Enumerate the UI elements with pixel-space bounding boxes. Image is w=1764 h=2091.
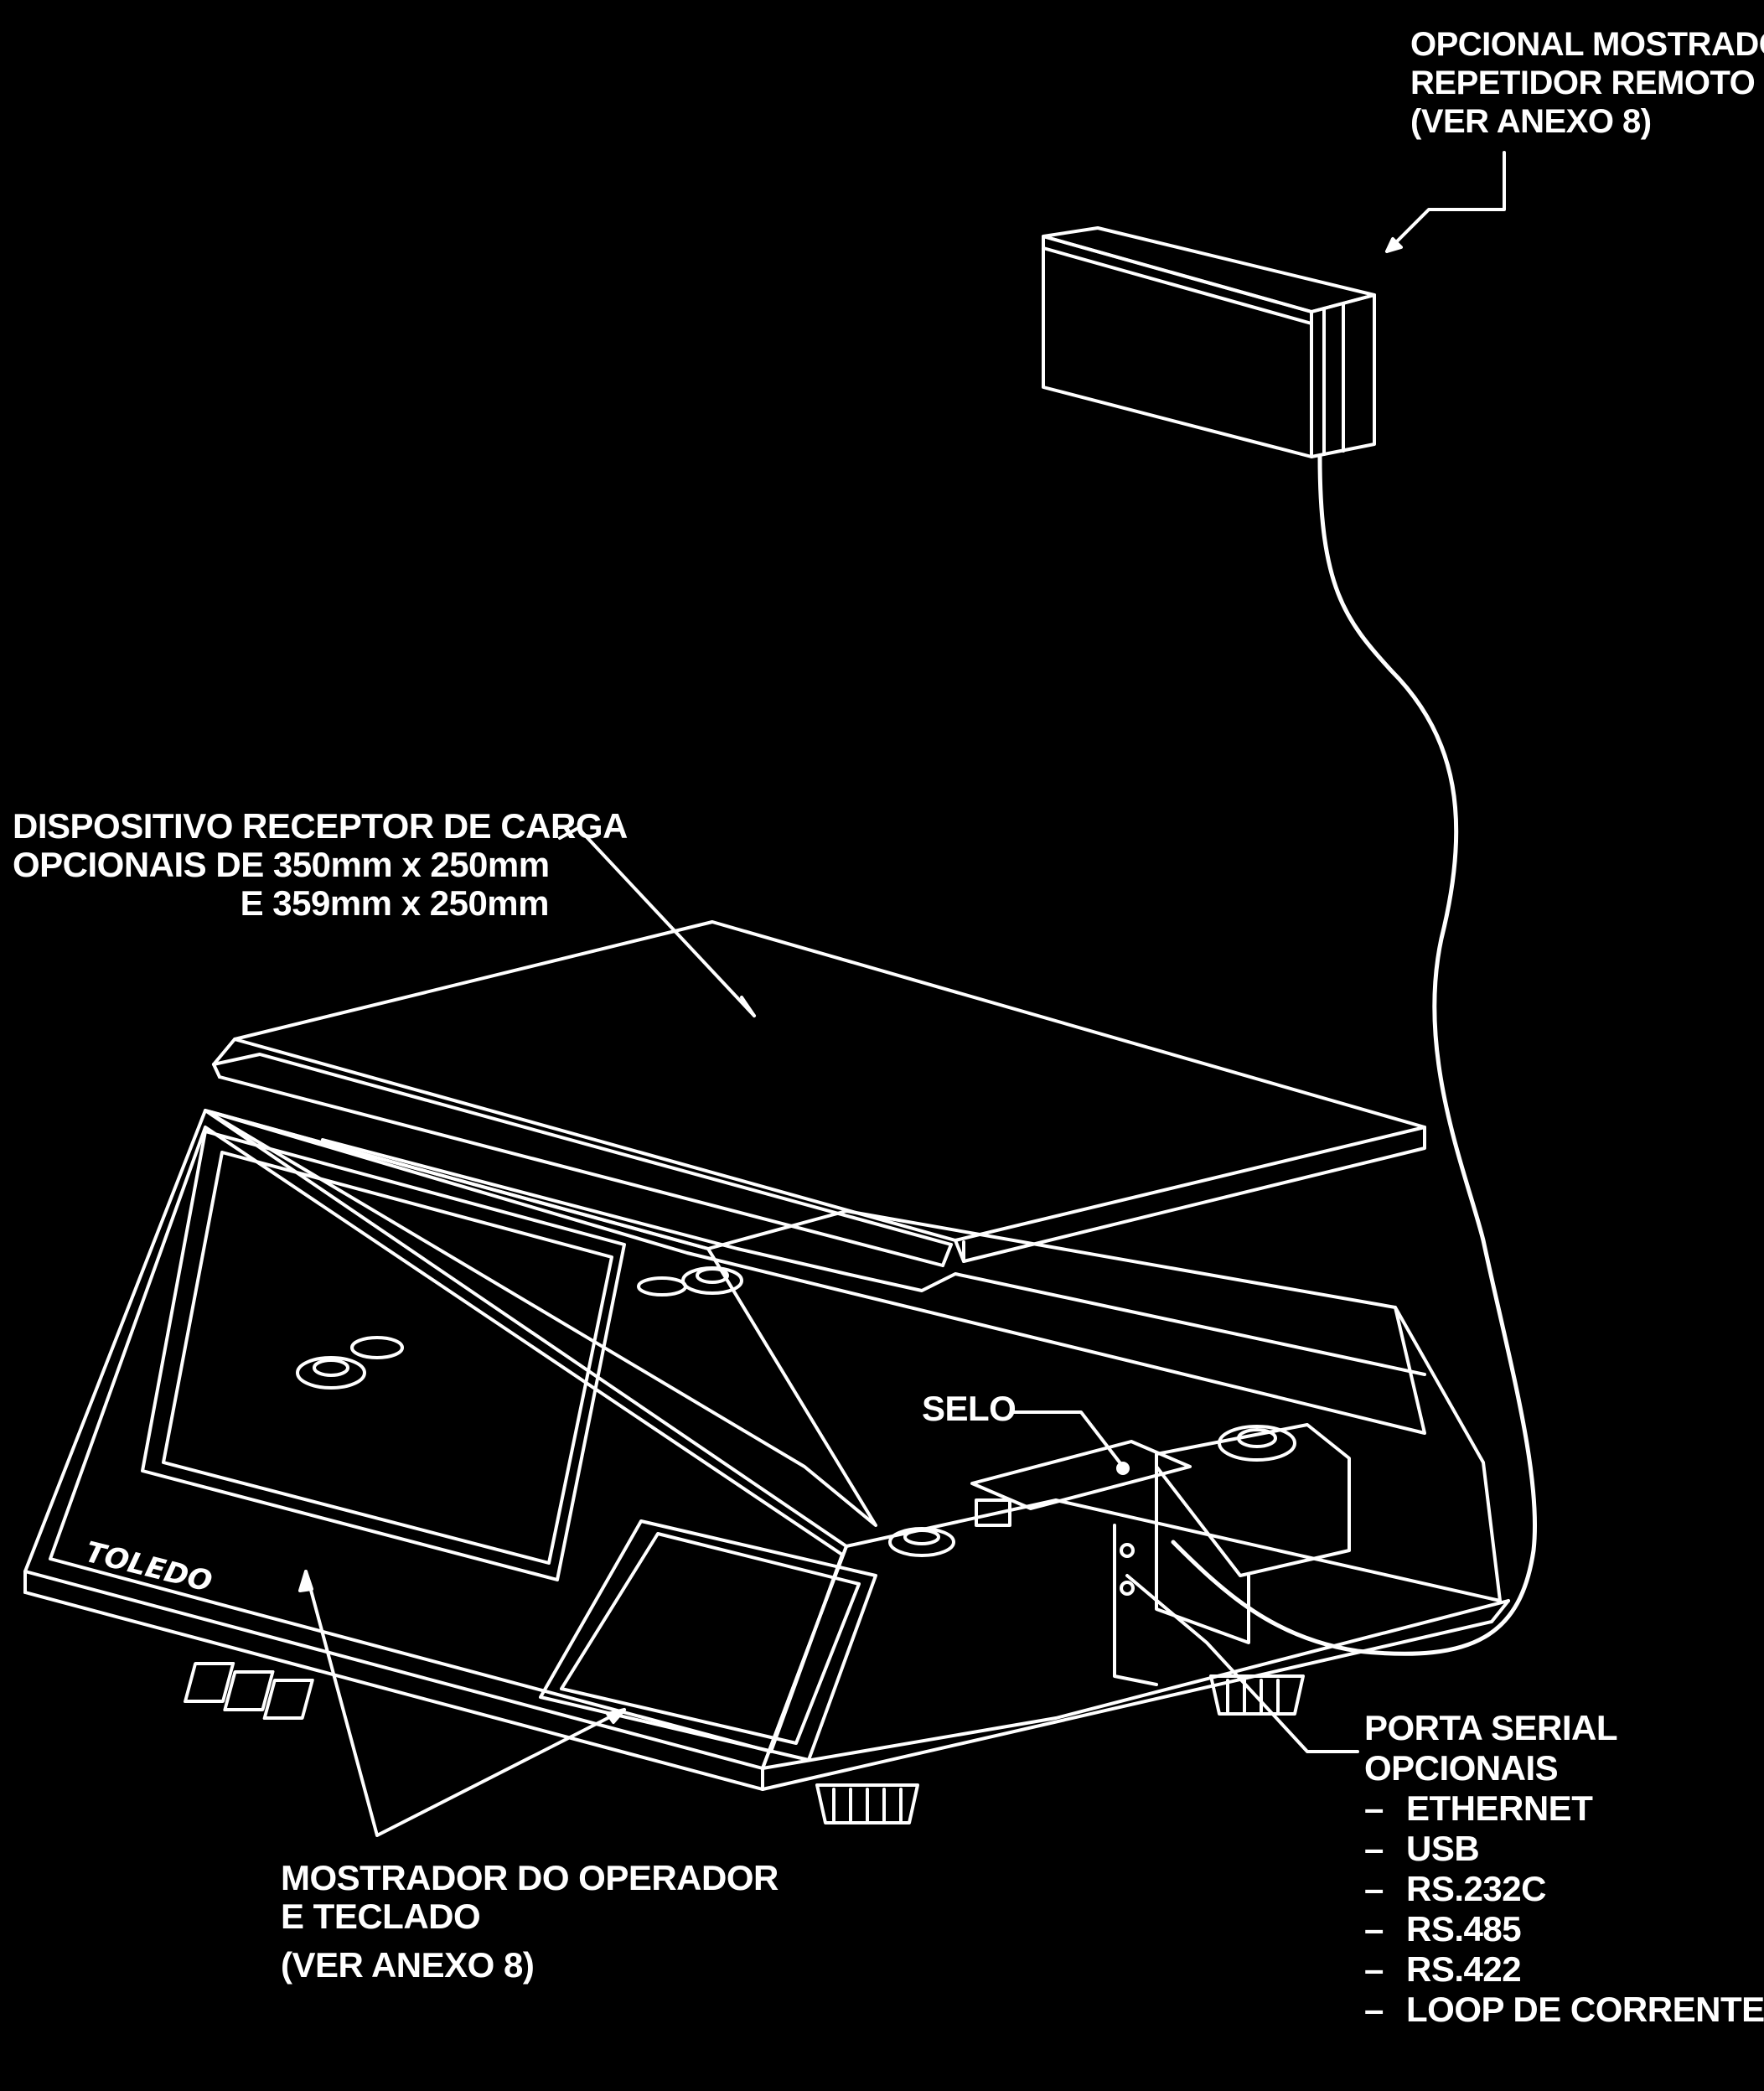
brand-logo: TOLEDO <box>82 1535 215 1599</box>
remote-display-label-line2: REPETIDOR REMOTO <box>1410 65 1756 101</box>
pan-supports <box>296 1266 1296 1557</box>
operator-display-window <box>141 1130 626 1581</box>
remote-display-label-line3: (VER ANEXO 8) <box>1410 103 1652 140</box>
keypad-panel <box>183 1519 877 1762</box>
load-receptor-label-line3: E 359mm x 250mm <box>240 883 550 923</box>
remote-display-cable <box>1171 454 1538 1656</box>
remote-display-label-line1: OPCIONAL MOSTRADOR <box>1410 26 1764 63</box>
operator-display-pointers <box>298 1570 626 1837</box>
load-receptor-label-line2: OPCIONAIS DE 350mm x 250mm <box>13 845 550 884</box>
remote-display-pointer <box>1385 151 1506 253</box>
remote-display-box <box>1042 226 1376 458</box>
load-receptor-label-line1: DISPOSITIVO RECEPTOR DE CARGA <box>13 806 628 846</box>
serial-option-rs422: –RS.422 <box>1364 1949 1522 1989</box>
serial-port-label-line2: OPCIONAIS <box>1364 1748 1559 1788</box>
serial-option-usb: –USB <box>1364 1829 1480 1868</box>
serial-option-ethernet: –ETHERNET <box>1364 1788 1593 1828</box>
operator-display-label-line1: MOSTRADOR DO OPERADOR <box>281 1858 779 1897</box>
serial-port-pointer <box>1125 1574 1359 1753</box>
load-receptor-label: DISPOSITIVO RECEPTOR DE CARGA OPCIONAIS … <box>13 806 628 923</box>
seal-pointer <box>1011 1410 1130 1475</box>
serial-option-rs485: –RS.485 <box>1364 1909 1522 1949</box>
serial-port-label-line1: PORTA SERIAL <box>1364 1708 1618 1747</box>
serial-option-rs232c: –RS.232C <box>1364 1869 1546 1908</box>
rear-module <box>970 1423 1351 1686</box>
remote-display-label: OPCIONAL MOSTRADOR REPETIDOR REMOTO (VER… <box>1410 25 1764 141</box>
scale-base <box>23 1109 1510 1791</box>
load-receptor-pointer <box>558 826 756 1017</box>
seal-label: SELO <box>922 1389 1016 1428</box>
operator-display-label-line3: (VER ANEXO 8) <box>281 1945 535 1985</box>
operator-display-label: MOSTRADOR DO OPERADOR E TECLADO (VER ANE… <box>281 1859 779 1985</box>
serial-port-label: PORTA SERIAL OPCIONAIS –ETHERNET –USB –R… <box>1364 1708 1764 2030</box>
scale-feet <box>815 1674 1305 1824</box>
operator-display-label-line2: E TECLADO <box>281 1897 481 1936</box>
load-receptor-pan <box>212 920 1426 1267</box>
serial-option-current-loop: –LOOP DE CORRENTE <box>1364 1990 1764 2029</box>
